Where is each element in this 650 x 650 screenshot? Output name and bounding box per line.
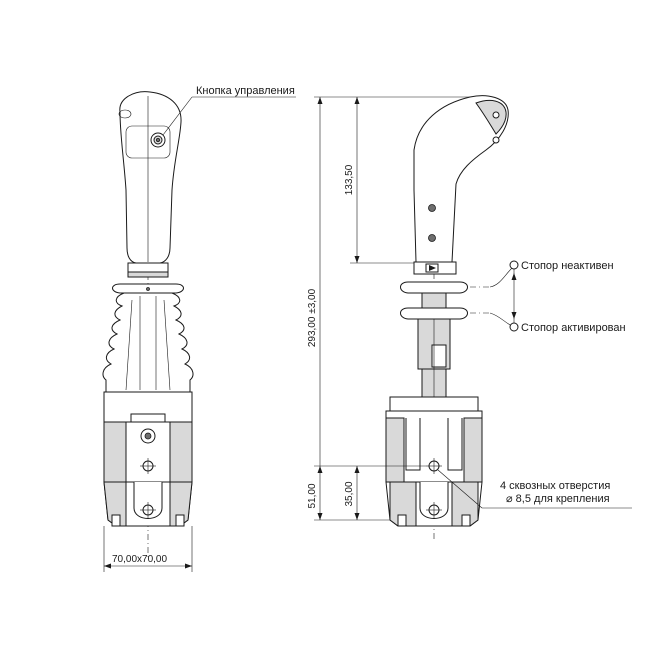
base-size-dimension: 70,00x70,00	[112, 554, 167, 565]
side-hole-lower-icon	[426, 502, 442, 518]
side-stem	[421, 292, 447, 309]
front-hole-upper-icon	[140, 458, 156, 474]
stopper-inactive-label: Стопор неактивен	[521, 260, 614, 272]
side-view	[385, 95, 509, 540]
base-height-dimension: 51,00	[307, 483, 318, 508]
control-button-icon	[150, 132, 166, 148]
control-button-label: Кнопка управления	[196, 85, 295, 97]
side-base	[389, 396, 479, 412]
vertical-dimensions	[314, 96, 470, 521]
total-height-dimension: 293,00 ±3,00	[307, 288, 318, 347]
mounting-holes-label-line1: 4 сквозных отверстия	[500, 480, 610, 492]
front-handle	[119, 91, 182, 264]
handle-height-dimension: 133,50	[344, 164, 355, 195]
front-hole-lower-icon	[140, 502, 156, 518]
stopper-callouts	[470, 260, 519, 332]
hole-height-dimension: 35,00	[344, 481, 355, 506]
front-view	[102, 91, 296, 572]
stopper-active-label: Стопор активирован	[521, 322, 626, 334]
side-handle	[413, 95, 509, 263]
mounting-holes-callout	[437, 469, 632, 509]
side-hole-upper-icon	[426, 458, 442, 474]
mounting-holes-label-line2: ⌀ 8,5 для крепления	[506, 493, 610, 505]
